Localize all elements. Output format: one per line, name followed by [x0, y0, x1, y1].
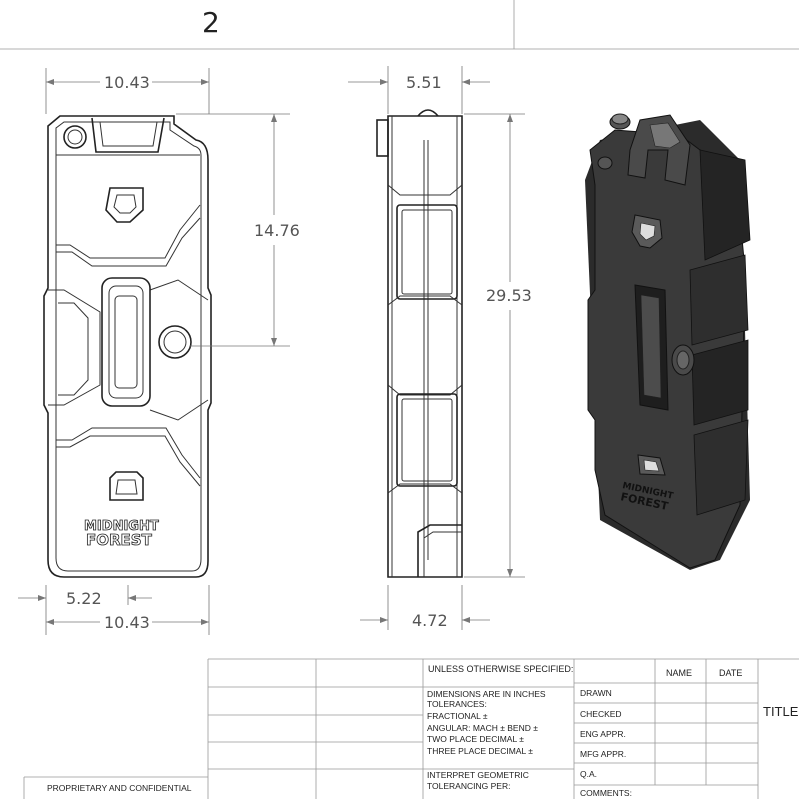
tb-title: TITLE:	[763, 704, 799, 719]
tb-eng-appr: ENG APPR.	[580, 729, 626, 739]
zone-label: 2	[202, 6, 220, 39]
tb-dims-line4: ANGULAR: MACH ± BEND ±	[427, 723, 538, 733]
tb-comments: COMMENTS:	[580, 788, 632, 798]
tb-dims-line3: FRACTIONAL ±	[427, 711, 488, 721]
tb-col-name: NAME	[666, 668, 692, 678]
tb-dims-line1: DIMENSIONS ARE IN INCHES	[427, 689, 546, 699]
tb-qa: Q.A.	[580, 769, 597, 779]
front-logo: MIDNIGHT FOREST	[84, 519, 160, 550]
front-view	[43, 115, 212, 578]
tb-col-date: DATE	[719, 668, 742, 678]
tb-drawn: DRAWN	[580, 688, 612, 698]
tb-dims-line2: TOLERANCES:	[427, 699, 487, 709]
dim-front-height: 14.76	[254, 221, 300, 240]
dim-overall-height: 29.53	[486, 286, 532, 305]
dim-front-width-top: 10.43	[104, 73, 150, 92]
side-dimensions	[348, 66, 525, 630]
front-dimensions	[18, 68, 290, 635]
isometric-render	[585, 113, 751, 570]
dim-side-width-bottom: 4.72	[412, 611, 448, 630]
dim-side-width-top: 5.51	[406, 73, 442, 92]
tb-proprietary: PROPRIETARY AND CONFIDENTIAL	[47, 783, 192, 793]
tb-unless-specified: UNLESS OTHERWISE SPECIFIED:	[428, 664, 573, 674]
tb-interpret-line2: TOLERANCING PER:	[427, 781, 510, 791]
tb-checked: CHECKED	[580, 709, 622, 719]
dim-front-offset: 5.22	[66, 589, 102, 608]
side-view	[376, 109, 463, 578]
tb-mfg-appr: MFG APPR.	[580, 749, 626, 759]
tb-dims-line5: TWO PLACE DECIMAL ±	[427, 734, 524, 744]
dim-front-width-bottom: 10.43	[104, 613, 150, 632]
logo-line2: FOREST	[86, 531, 153, 549]
title-block-grid	[23, 658, 799, 799]
tb-interpret-line1: INTERPRET GEOMETRIC	[427, 770, 529, 780]
logo-line1: MIDNIGHT	[84, 519, 159, 534]
tb-dims-line6: THREE PLACE DECIMAL ±	[427, 746, 533, 756]
sheet-border	[0, 0, 799, 50]
